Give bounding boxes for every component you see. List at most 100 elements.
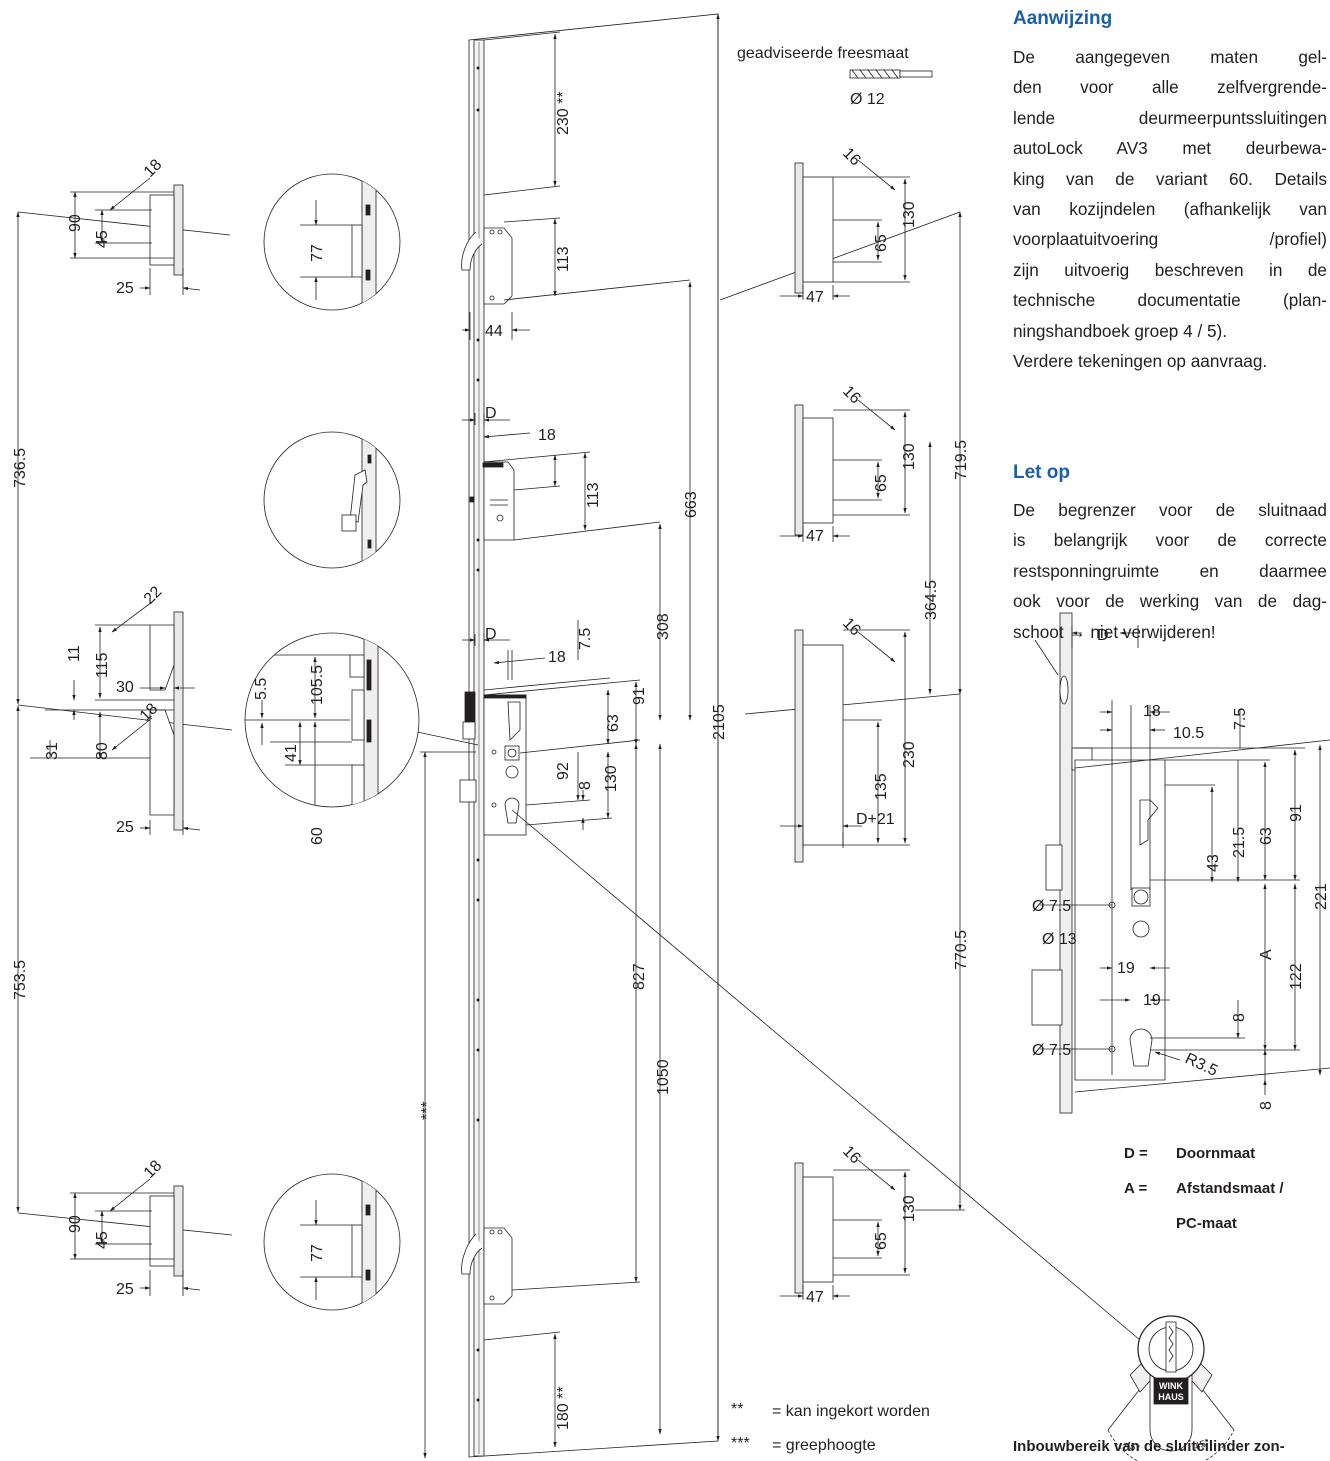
right-keeper-1 (780, 159, 910, 300)
dim-lk1-18: 18 (141, 156, 166, 181)
dim-rk1-16: 16 (839, 145, 864, 170)
dim-main-7-5: 7.5 (577, 628, 594, 650)
caution-line: schoot → niet verwijderen! (1013, 621, 1216, 642)
legend-key: D = (1124, 1145, 1148, 1162)
hint-title: Aanwijzing (1013, 8, 1113, 29)
detail-91: 91 (1288, 804, 1305, 822)
dim-main-91: 91 (631, 687, 648, 705)
dim-rk3-135: 135 (873, 773, 890, 800)
cylinder-figure (1107, 1315, 1235, 1461)
dim-lk2-31: 31 (44, 742, 61, 760)
detail-d: D (1097, 627, 1109, 644)
hint-line: lende deurmeerpuntssluitingen (1013, 107, 1327, 128)
detail-18: 18 (1143, 703, 1161, 720)
main-dimension-lines (16, 13, 1141, 1459)
detail-circle-main (244, 632, 420, 808)
detail-63: 63 (1258, 827, 1275, 845)
dim-rk4-65: 65 (873, 1232, 890, 1250)
dim-left-lower: 753.5 (12, 960, 29, 1000)
dim-c4-77: 77 (309, 1244, 326, 1262)
dim-rk2-65: 65 (873, 474, 890, 492)
legend-value: Afstandsmaat / (1176, 1180, 1284, 1197)
hint-line: ningshandboek groep 4 / 5). (1013, 320, 1228, 341)
dim-c3-5-5: 5.5 (253, 678, 270, 700)
dim-main-63: 63 (605, 714, 622, 732)
dim-left-upper: 736.5 (12, 448, 29, 488)
dim-rk1-130: 130 (901, 201, 918, 228)
dim-total-height: 2105 (711, 704, 728, 740)
dim-hook-to-main: 663 (683, 491, 700, 518)
legend-value: Doornmaat (1176, 1145, 1256, 1162)
dim-right-mid: 364.5 (923, 580, 940, 620)
dim-rk4-16: 16 (839, 1143, 864, 1168)
cylinder-angle-left: 45° (1123, 1439, 1141, 1455)
dim-main-18: 18 (548, 649, 566, 666)
drill-label: geadviseerde freesmaat (737, 45, 909, 62)
dim-right-upper: 719.5 (953, 440, 970, 480)
dim-rk3-230: 230 (901, 741, 918, 768)
dim-lk2-25: 25 (116, 819, 134, 836)
dim-main-to-mid: 308 (655, 613, 672, 640)
hint-line: autoLock AV3 met deurbewa- (1013, 138, 1327, 159)
detail-7-5: 7.5 (1232, 708, 1249, 730)
legend-key: A = (1124, 1180, 1148, 1197)
upper-hook-bolt (461, 227, 513, 305)
hint-body: De aangegeven maten gel- den voor alle z… (1013, 42, 1327, 376)
detail-lock-dimensions (1071, 625, 1330, 1095)
hint-line: technische documentatie (plan- (1013, 290, 1327, 311)
dim-lk3-90: 90 (67, 1215, 84, 1233)
dim-lk2-30: 30 (116, 679, 134, 696)
detail-circle-bottom (263, 1173, 401, 1311)
dim-mid-18: 18 (538, 427, 556, 444)
cylinder-angle-right: 45° (1193, 1437, 1211, 1453)
dim-mid-d: D (485, 405, 497, 422)
caution-line: is belangrijk voor de correcte (1013, 530, 1327, 551)
dim-bottom-overhang: 180 ** (555, 1386, 572, 1430)
dim-main-to-lower-hook: 827 (631, 963, 648, 990)
hint-line: voorplaatuitvoering /profiel) (1013, 229, 1327, 250)
legend-value: PC-maat (1176, 1215, 1237, 1232)
detail-19-a: 19 (1117, 960, 1135, 977)
detail-phi-13: Ø 13 (1042, 931, 1077, 948)
cylinder-brand-line-2: HAUS (1158, 1392, 1184, 1402)
middle-latch-case (469, 461, 515, 541)
hint-extra: Verdere tekeningen op aanvraag. (1013, 351, 1268, 372)
footnote-text-1: = kan ingekort worden (772, 1403, 930, 1420)
detail-10-5: 10.5 (1173, 725, 1204, 742)
dim-lk1-25: 25 (116, 280, 134, 297)
hint-line: den voor alle zelfvergrende- (1013, 77, 1327, 98)
left-keeper-bottom (70, 1178, 201, 1296)
dim-lk3-18: 18 (141, 1157, 166, 1182)
detail-8-b: 8 (1258, 1101, 1275, 1110)
detail-phi-7-5-b: Ø 7.5 (1032, 1042, 1071, 1059)
dim-lk3-25: 25 (116, 1281, 134, 1298)
left-keeper-middle (30, 601, 201, 835)
detail-19-b: 19 (1143, 992, 1161, 1009)
dim-top-overhang: 230 ** (555, 91, 572, 135)
caution-title: Let op (1013, 462, 1070, 483)
dim-rk2-130: 130 (901, 443, 918, 470)
dim-main-d: D (485, 626, 497, 643)
detail-122: 122 (1288, 963, 1305, 990)
hint-line: van kozijndelen (afhankelijk van (1013, 199, 1327, 220)
right-keeper-4 (780, 1159, 910, 1300)
detail-221: 221 (1313, 883, 1330, 910)
left-keeper-top (70, 177, 201, 295)
caution-line: restsponningruimte en daarmee (1013, 560, 1327, 581)
dim-c3-105-5: 105.5 (309, 665, 326, 705)
detail-r3-5: R3.5 (1182, 1050, 1220, 1080)
dim-rk3-d21: D+21 (856, 811, 895, 828)
detail-circle-latch (263, 431, 401, 569)
dim-lk3-45: 45 (94, 1231, 111, 1249)
detail-lock-case (1031, 612, 1166, 1114)
dim-main-130: 130 (603, 765, 620, 792)
footnote-text-2: = greephoogte (772, 1437, 876, 1454)
legend-a: A = Afstandsmaat / (1124, 1180, 1284, 1197)
dim-lk2-22: 22 (141, 583, 166, 608)
dim-rk1-47: 47 (806, 289, 824, 306)
dim-right-lower: 770.5 (953, 930, 970, 970)
cylinder-brand-line-1: WINK (1159, 1381, 1183, 1391)
detail-a: A (1258, 949, 1275, 960)
dim-rk2-16: 16 (839, 383, 864, 408)
